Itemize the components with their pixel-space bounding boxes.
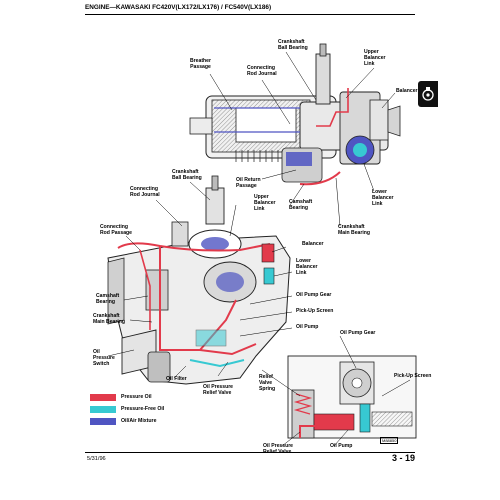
label-detail-oil-pressure-relief-valve: Oil Pressure Relief Valve — [263, 443, 294, 454]
legend-row-oil-air-mixture: Oil/Air Mixture — [90, 415, 164, 427]
label-connecting-rod-passage: Connecting Rod Passage — [100, 224, 132, 236]
legend-row-pressure-oil: Pressure Oil — [90, 391, 164, 403]
label-top-crankshaft-main-bearing: Crankshaft Main Bearing — [338, 224, 370, 236]
label-top-upper-balancer-link: Upper Balancer Link — [364, 49, 386, 67]
header-rule — [85, 14, 415, 15]
label-top-balancer: Balancer — [396, 88, 418, 94]
label-main-upper-balancer-link: Upper Balancer Link — [254, 194, 276, 212]
oil-pump-detail-view — [287, 355, 417, 439]
label-main-oil-pressure-relief-valve: Oil Pressure Relief Valve — [203, 384, 234, 396]
label-main-crankshaft-ball-bearing: Crankshaft Ball Bearing — [172, 169, 202, 181]
label-detail-pickup-screen: Pick-Up Screen — [394, 373, 432, 379]
legend-label: Oil/Air Mixture — [121, 418, 157, 424]
leader-lines — [107, 51, 411, 447]
label-oil-return-passage: Oil Return Passage — [236, 177, 261, 189]
label-main-camshaft-bearing: Camshaft Bearing — [96, 293, 120, 305]
legend-swatch-pressure-free-oil — [90, 405, 116, 413]
legend-label: Pressure Oil — [121, 394, 152, 400]
legend-label: Pressure-Free Oil — [121, 406, 165, 412]
top-cutaway-view — [189, 43, 401, 186]
label-main-balancer: Balancer — [302, 241, 324, 247]
legend-swatch-oil-air-mixture — [90, 417, 116, 425]
engine-icon — [422, 87, 434, 101]
label-top-lower-balancer-link: Lower Balancer Link — [372, 189, 394, 207]
label-oil-pressure-switch: Oil Pressure Switch — [93, 349, 115, 367]
oil-legend: Pressure Oil Pressure-Free Oil Oil/Air M… — [90, 391, 164, 427]
label-relief-valve-spring: Relief Valve Spring — [259, 374, 276, 392]
main-cutaway-view — [107, 175, 291, 385]
figure-number: M88850 — [380, 437, 399, 444]
label-main-lower-balancer-link: Lower Balancer Link — [296, 258, 318, 276]
legend-row-pressure-free-oil: Pressure-Free Oil — [90, 403, 164, 415]
label-top-camshaft-bearing: Camshaft Bearing — [289, 199, 313, 211]
footer-date: 5/31/96 — [87, 456, 106, 462]
label-main-connecting-rod-journal: Connecting Rod Journal — [130, 186, 160, 198]
label-detail-oil-pump-gear: Oil Pump Gear — [340, 330, 376, 336]
page-header-title: ENGINE—KAWASAKI FC420V(LX172/LX176) / FC… — [85, 4, 272, 11]
label-main-oil-pump: Oil Pump — [296, 324, 319, 330]
page-number: 3 - 19 — [392, 453, 416, 463]
footer-rule — [85, 452, 415, 453]
label-main-crankshaft-main-bearing: Crankshaft Main Bearing — [93, 313, 125, 325]
label-main-pickup-screen: Pick-Up Screen — [296, 308, 334, 314]
label-breather-passage: Breather Passage — [190, 58, 211, 70]
section-tab — [418, 81, 438, 107]
label-oil-filter: Oil Filter — [166, 376, 187, 382]
label-detail-oil-pump: Oil Pump — [330, 443, 353, 449]
label-top-crankshaft-ball-bearing: Crankshaft Ball Bearing — [278, 39, 308, 51]
label-top-connecting-rod-journal: Connecting Rod Journal — [247, 65, 277, 77]
legend-swatch-pressure-oil — [90, 393, 116, 401]
label-main-oil-pump-gear: Oil Pump Gear — [296, 292, 332, 298]
